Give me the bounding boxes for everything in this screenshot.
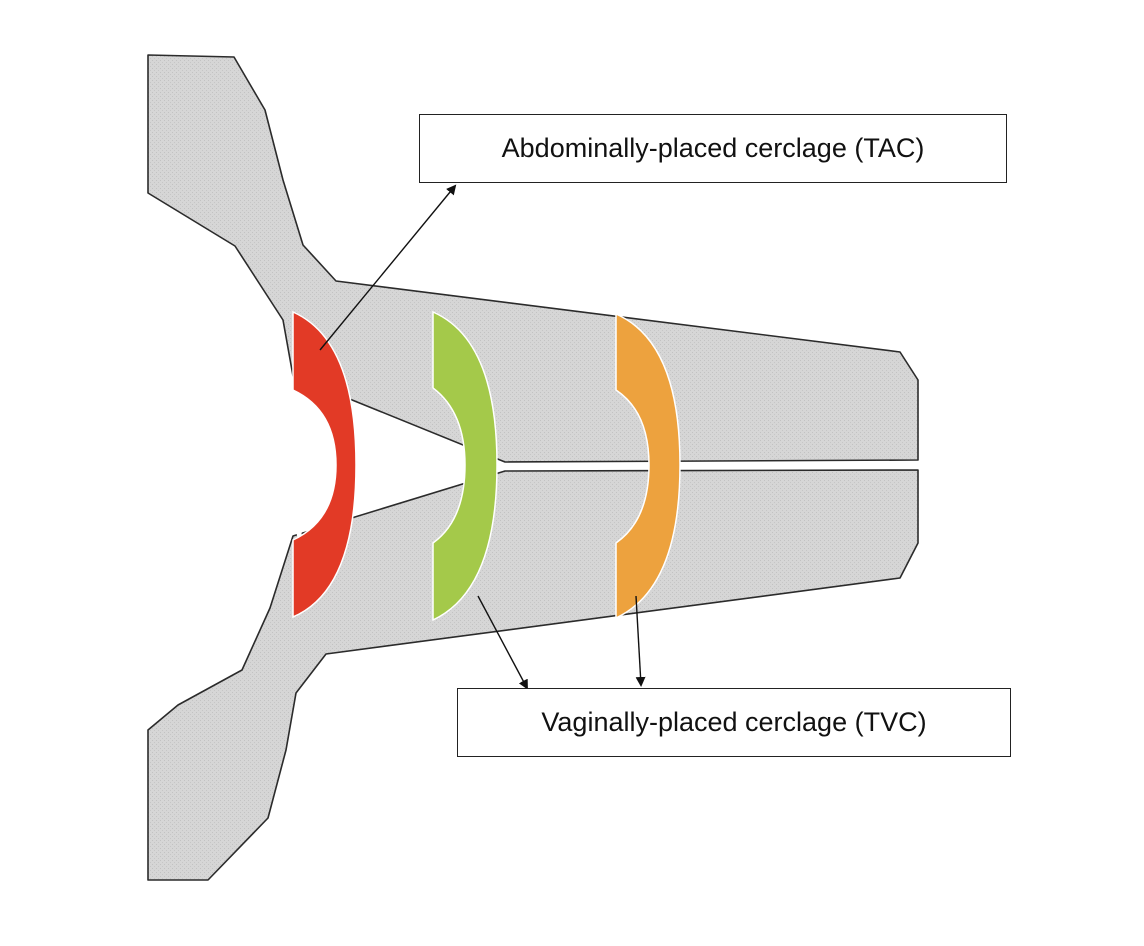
arrow-green-to-vaginal-label	[477, 595, 528, 690]
internal-os-cavity	[289, 390, 310, 540]
abdominal-cerclage-band	[292, 310, 357, 619]
vaginal-cerclage-band-upper	[432, 310, 498, 622]
arrow-orange-to-vaginal-label	[635, 595, 646, 687]
vaginal-cerclage-band-lower	[615, 312, 681, 620]
arrow-to-abdominal-label	[319, 184, 457, 351]
vaginal-cerclage-label: Vaginally-placed cerclage (TVC)	[457, 688, 1011, 757]
lower-uterine-wall	[147, 469, 919, 881]
abdominal-cerclage-label: Abdominally-placed cerclage (TAC)	[419, 114, 1007, 183]
upper-uterine-wall	[147, 54, 919, 463]
